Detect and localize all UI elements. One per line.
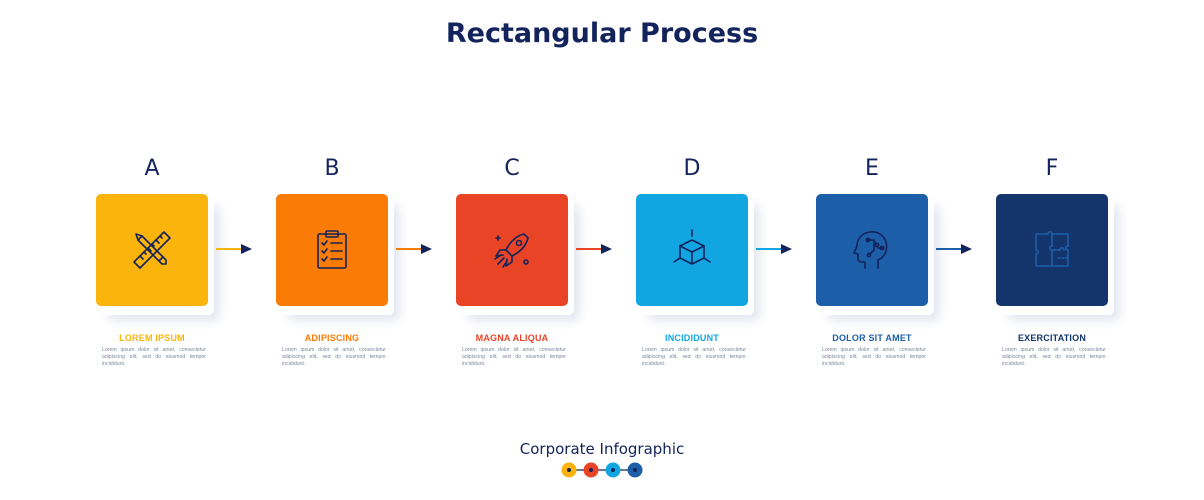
step-description: Lorem ipsum dolor sit amet, consectetur … <box>282 347 386 367</box>
connector-arrow-a-b <box>216 244 252 254</box>
step-e: E DOLOR SIT AMET Lorem ipsum dolor sit a… <box>816 150 996 380</box>
subtitle: Corporate Infographic <box>519 440 685 458</box>
step-letter: D <box>683 156 701 181</box>
step-heading: ADIPISCING <box>304 333 360 343</box>
step-b: B ADIPISCING Lorem ipsum dolor sit amet,… <box>276 150 456 380</box>
step-card <box>96 194 208 306</box>
step-description: Lorem ipsum dolor sit amet, consectetur … <box>462 347 566 367</box>
cube-icon <box>673 229 711 265</box>
step-heading: LOREM IPSUM <box>119 333 185 343</box>
step-c: C MAGNA ALIQUA Lorem ipsum dolor sit ame… <box>456 150 636 380</box>
step-description: Lorem ipsum dolor sit amet, consectetur … <box>642 347 746 367</box>
step-card <box>276 194 388 306</box>
step-d: D INCIDIDUNT Lorem ipsum dolor sit amet,… <box>636 150 816 380</box>
step-letter: C <box>504 156 520 181</box>
step-description: Lorem ipsum dolor sit amet, consectetur … <box>102 347 206 367</box>
step-card <box>456 194 568 306</box>
connector-arrow-e-f <box>936 244 972 254</box>
step-card <box>636 194 748 306</box>
clipboard-checklist-icon <box>317 230 347 269</box>
puzzle-icon <box>1035 230 1069 267</box>
step-letter: F <box>1045 156 1059 181</box>
step-description: Lorem ipsum dolor sit amet, consectetur … <box>822 347 926 367</box>
head-circuit-icon <box>853 231 888 269</box>
step-heading: INCIDIDUNT <box>665 333 719 343</box>
color-dots-decoration <box>561 462 643 478</box>
step-letter: B <box>324 156 340 181</box>
page-title: Rectangular Process <box>445 18 759 49</box>
connector-arrow-d-e <box>756 244 792 254</box>
step-f: F EXERCITATION Lorem ipsum dolor sit ame… <box>996 150 1176 380</box>
step-a: A LOREM IPSUM Lorem ipsum dolor sit amet… <box>96 150 276 380</box>
rocket-icon <box>494 233 529 268</box>
step-letter: E <box>865 156 879 181</box>
connector-arrow-b-c <box>396 244 432 254</box>
step-heading: EXERCITATION <box>1017 333 1087 343</box>
pencil-ruler-icon <box>133 231 171 269</box>
step-letter: A <box>144 156 160 181</box>
step-card <box>996 194 1108 306</box>
step-heading: DOLOR SIT AMET <box>832 333 912 343</box>
step-card <box>816 194 928 306</box>
step-description: Lorem ipsum dolor sit amet, consectetur … <box>1002 347 1106 367</box>
step-heading: MAGNA ALIQUA <box>475 333 549 343</box>
connector-arrow-c-d <box>576 244 612 254</box>
